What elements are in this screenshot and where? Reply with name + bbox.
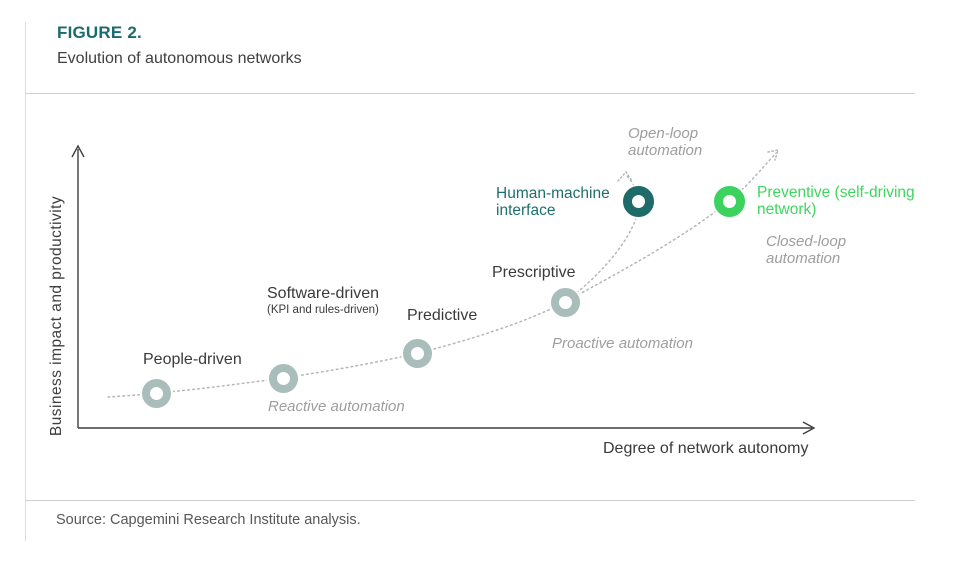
x-axis (78, 421, 816, 435)
bottom-divider (25, 500, 915, 501)
closed-loop-arrowhead (767, 149, 780, 161)
stage-label-human-machine-interface: Human-machine interface (496, 185, 610, 219)
source-note: Source: Capgemini Research Institute ana… (56, 512, 361, 528)
stage-label-predictive: Predictive (407, 307, 478, 324)
stage-point-predictive (402, 338, 432, 368)
stage-point-prescriptive (550, 287, 580, 317)
stage-label-prescriptive: Prescriptive (492, 264, 576, 281)
annotation-proactive-automation: Proactive automation (552, 335, 693, 352)
x-axis-label: Degree of network autonomy (603, 440, 809, 457)
y-axis-label: Business impact and productivity (48, 195, 65, 437)
figure-title: Evolution of autonomous networks (57, 50, 302, 67)
stage-label-software-driven: Software-driven (KPI and rules-driven) (267, 285, 379, 317)
stage-label-people-driven: People-driven (143, 351, 242, 368)
annotation-reactive-automation: Reactive automation (268, 398, 405, 415)
stage-point-preventive (713, 185, 745, 217)
open-loop-arrowhead (617, 170, 633, 182)
stage-label-software-driven-sub: (KPI and rules-driven) (267, 304, 379, 316)
annotation-closed-loop-automation: Closed-loop automation (766, 233, 847, 267)
figure-label: FIGURE 2. (57, 23, 142, 42)
stage-point-people-driven (141, 378, 171, 408)
top-divider (25, 93, 915, 94)
stage-label-preventive: Preventive (self-driving network) (757, 184, 915, 218)
stage-label-software-driven-main: Software-driven (267, 285, 380, 302)
y-axis (71, 144, 85, 428)
closed-loop-branch (564, 152, 777, 303)
stage-point-human-machine-interface (622, 185, 654, 217)
left-accent-rule (25, 22, 26, 541)
stage-point-software-driven (268, 363, 298, 393)
annotation-open-loop-automation: Open-loop automation (628, 125, 703, 159)
